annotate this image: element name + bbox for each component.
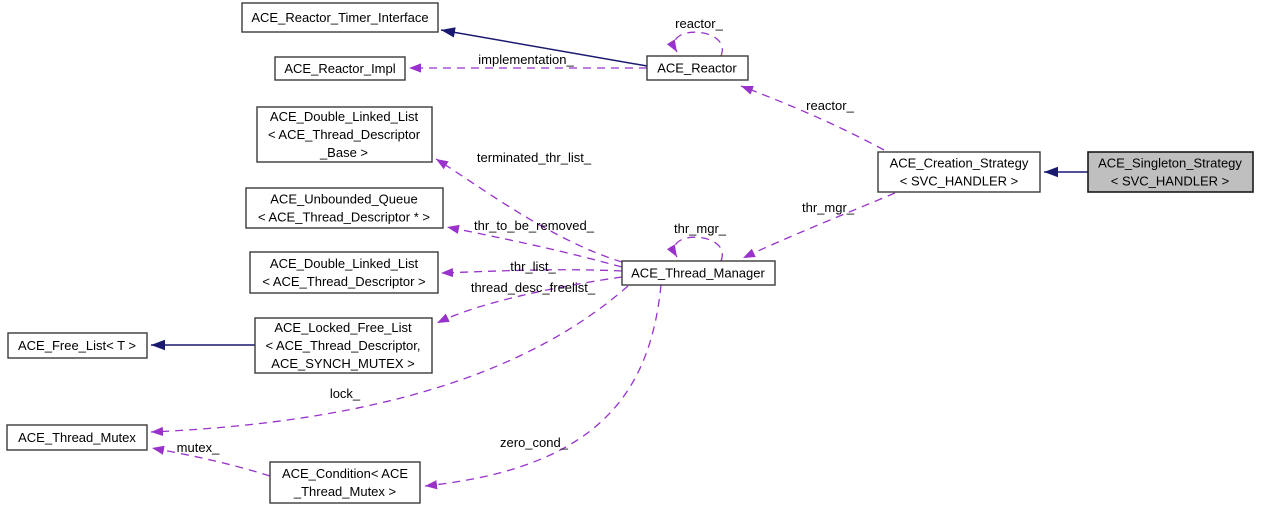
- edge-creation-strategy-to-thread-manager: [742, 192, 896, 259]
- edge-label-reactor-member: reactor_: [806, 98, 854, 113]
- node-ace-thread-manager-label: ACE_Thread_Manager: [631, 266, 765, 281]
- node-ace-thread-mutex-label: ACE_Thread_Mutex: [18, 430, 136, 445]
- node-ace-locked-free-list-line1: ACE_Locked_Free_List: [274, 320, 412, 335]
- node-ace-creation-strategy-line2: < SVC_HANDLER >: [900, 174, 1019, 189]
- node-ace-double-linked-list-descriptor[interactable]: ACE_Double_Linked_List < ACE_Thread_Desc…: [249, 251, 439, 294]
- edge-label-thr-mgr-member: thr_mgr_: [802, 200, 855, 215]
- edge-reactor-self-loop: [666, 31, 723, 57]
- node-ace-reactor-impl-label: ACE_Reactor_Impl: [284, 61, 395, 76]
- edge-thread-manager-to-condition: [424, 284, 662, 490]
- node-ace-free-list-label: ACE_Free_List< T >: [18, 338, 136, 353]
- edge-label-terminated-thr-list: terminated_thr_list_: [477, 150, 592, 165]
- node-ace-thread-mutex-box: [6, 424, 148, 451]
- node-ace-reactor-timer-interface-box: [241, 2, 439, 33]
- node-ace-locked-free-list-line2: < ACE_Thread_Descriptor,: [266, 338, 421, 353]
- edge-thread-manager-to-locked-free-list: [436, 276, 623, 324]
- node-ace-singleton-strategy: ACE_Singleton_Strategy < SVC_HANDLER >: [1087, 151, 1254, 193]
- node-ace-double-linked-list-descriptor-line1: ACE_Double_Linked_List: [270, 256, 419, 271]
- node-ace-thread-manager-box: [621, 260, 776, 286]
- node-ace-condition-line2: _Thread_Mutex >: [293, 484, 396, 499]
- edge-condition-to-thread-mutex: [151, 445, 271, 477]
- node-ace-creation-strategy[interactable]: ACE_Creation_Strategy < SVC_HANDLER >: [877, 151, 1041, 193]
- node-ace-double-linked-list-descriptor-box: [249, 251, 439, 294]
- edge-thread-manager-self-loop: [666, 236, 723, 262]
- node-ace-creation-strategy-line1: ACE_Creation_Strategy: [890, 156, 1029, 171]
- node-ace-unbounded-queue-box: [245, 187, 444, 229]
- node-ace-reactor-timer-interface-label: ACE_Reactor_Timer_Interface: [251, 10, 428, 25]
- edge-reactor-to-reactor-timer-interface: [440, 27, 648, 67]
- node-ace-unbounded-queue[interactable]: ACE_Unbounded_Queue < ACE_Thread_Descrip…: [245, 187, 444, 229]
- edge-label-reactor-self: reactor_: [675, 16, 723, 31]
- node-ace-singleton-strategy-line2: < SVC_HANDLER >: [1111, 174, 1230, 189]
- node-ace-free-list[interactable]: ACE_Free_List< T >: [7, 332, 148, 359]
- node-ace-double-linked-list-base-line3: _Base >: [319, 145, 368, 160]
- node-ace-condition-line1: ACE_Condition< ACE: [282, 466, 408, 481]
- node-ace-locked-free-list[interactable]: ACE_Locked_Free_List < ACE_Thread_Descri…: [254, 317, 433, 374]
- node-ace-unbounded-queue-line1: ACE_Unbounded_Queue: [270, 192, 417, 207]
- edge-thread-manager-to-unbounded-queue: [446, 224, 623, 268]
- node-ace-double-linked-list-descriptor-line2: < ACE_Thread_Descriptor >: [262, 274, 425, 289]
- node-ace-reactor-impl[interactable]: ACE_Reactor_Impl: [274, 56, 406, 81]
- node-ace-locked-free-list-line3: ACE_SYNCH_MUTEX >: [271, 356, 414, 371]
- edge-label-lock: lock_: [330, 386, 361, 401]
- node-ace-double-linked-list-base-box: [256, 106, 433, 163]
- edge-thread-manager-to-thread-mutex: [150, 285, 629, 437]
- edge-thread-manager-to-dll-base: [435, 158, 623, 263]
- edge-label-implementation: implementation_: [478, 52, 574, 67]
- edge-creation-strategy-to-reactor: [740, 85, 885, 151]
- node-ace-reactor[interactable]: ACE_Reactor: [646, 55, 749, 81]
- node-ace-condition[interactable]: ACE_Condition< ACE _Thread_Mutex >: [269, 461, 421, 504]
- edge-label-thr-to-be-removed: thr_to_be_removed_: [474, 218, 595, 233]
- node-ace-thread-mutex[interactable]: ACE_Thread_Mutex: [6, 424, 148, 451]
- node-ace-creation-strategy-box: [877, 151, 1041, 193]
- node-ace-locked-free-list-box: [254, 317, 433, 374]
- edge-thread-manager-to-dll-descriptor: [440, 267, 623, 278]
- node-ace-free-list-box: [7, 332, 148, 359]
- node-ace-condition-box: [269, 461, 421, 504]
- node-ace-double-linked-list-base-line2: < ACE_Thread_Descriptor: [268, 127, 421, 142]
- edge-label-thr-list: thr_list_: [510, 259, 556, 274]
- edge-label-thread-desc-freelist: thread_desc_freelist_: [471, 280, 596, 295]
- node-ace-reactor-impl-box: [274, 56, 406, 81]
- node-ace-reactor-box: [646, 55, 749, 81]
- node-ace-singleton-strategy-box: [1087, 151, 1254, 193]
- edge-label-zero-cond: zero_cond_: [500, 435, 569, 450]
- node-ace-reactor-timer-interface[interactable]: ACE_Reactor_Timer_Interface: [241, 2, 439, 33]
- node-ace-unbounded-queue-line2: < ACE_Thread_Descriptor * >: [258, 210, 430, 225]
- node-ace-thread-manager[interactable]: ACE_Thread_Manager: [621, 260, 776, 286]
- edge-label-thr-mgr-self: thr_mgr_: [674, 221, 727, 236]
- edge-label-mutex: mutex_: [177, 440, 220, 455]
- node-ace-double-linked-list-base[interactable]: ACE_Double_Linked_List < ACE_Thread_Desc…: [256, 106, 433, 163]
- node-ace-double-linked-list-base-line1: ACE_Double_Linked_List: [270, 109, 419, 124]
- node-ace-singleton-strategy-line1: ACE_Singleton_Strategy: [1098, 156, 1242, 171]
- node-ace-reactor-label: ACE_Reactor: [657, 61, 737, 76]
